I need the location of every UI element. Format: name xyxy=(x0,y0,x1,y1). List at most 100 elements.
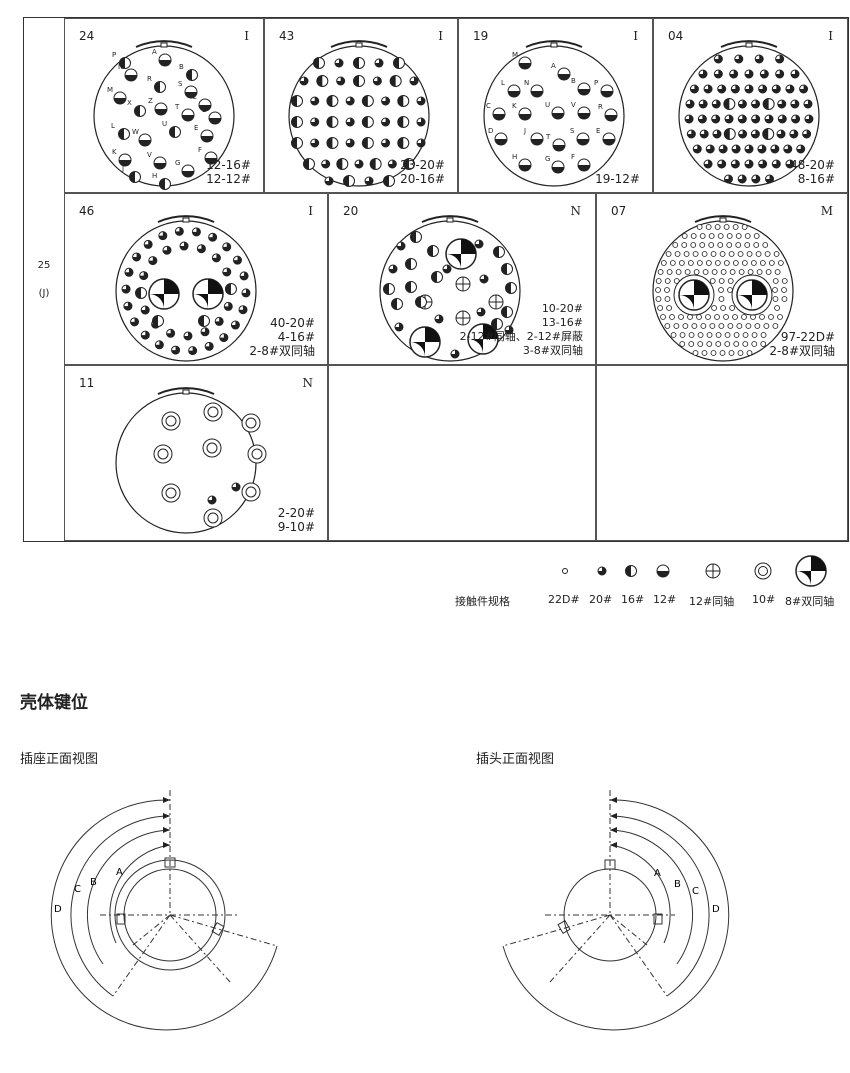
legend-title: 接触件规格 xyxy=(455,595,510,608)
keying-label-c: C xyxy=(74,884,81,895)
contact-label: T xyxy=(174,103,180,111)
contact-16 xyxy=(152,315,164,327)
arrangement-cell-43: 43 I 23-20# 20-16# xyxy=(264,18,458,193)
key-arc xyxy=(157,387,215,395)
contact-20 xyxy=(699,129,709,139)
contact-20 xyxy=(396,241,406,251)
contact-20 xyxy=(387,159,397,169)
contact-16 xyxy=(353,75,365,87)
contact-16 xyxy=(198,315,210,327)
contact-8-twinax xyxy=(445,238,477,270)
contact-16 xyxy=(762,128,775,140)
contact-20 xyxy=(730,84,740,94)
contact-label: Z xyxy=(148,97,153,105)
contact-20 xyxy=(777,114,787,124)
contact-12 xyxy=(507,84,521,98)
contact-22d xyxy=(742,332,749,338)
keying-label-a: A xyxy=(654,868,661,879)
contact-12 xyxy=(551,106,565,120)
contact-20 xyxy=(442,264,452,274)
contact-22d xyxy=(710,251,717,257)
contact-22d xyxy=(669,314,675,320)
contact-22d xyxy=(666,269,673,275)
contact-8-twinax xyxy=(736,279,768,311)
contact-20 xyxy=(211,253,221,263)
contact-20 xyxy=(770,144,780,154)
legend-label: 10# xyxy=(752,593,776,606)
contact-22d xyxy=(746,251,753,257)
contact-16 xyxy=(313,57,325,69)
contact-20 xyxy=(336,76,346,86)
contact-20 xyxy=(717,84,727,94)
contact-spec: 2-20# 9-10# xyxy=(277,506,315,534)
contact-22d xyxy=(675,269,682,275)
contact-20 xyxy=(751,99,761,109)
contact-20 xyxy=(148,256,158,266)
key-notch xyxy=(182,217,190,223)
contact-22d xyxy=(696,224,703,230)
contact-22d xyxy=(723,260,730,266)
contact-22d xyxy=(705,260,712,266)
contact-22d xyxy=(751,341,758,347)
contact-20 xyxy=(685,99,695,109)
arrangement-code: 04 xyxy=(668,29,684,43)
key-arc xyxy=(525,40,583,48)
contact-label: L xyxy=(501,79,505,87)
contact-22d xyxy=(708,242,715,248)
contact-22d xyxy=(764,251,771,257)
contact-20 xyxy=(684,114,694,124)
contact-22d xyxy=(697,341,704,347)
contact-label: N xyxy=(524,79,529,87)
contact-22d xyxy=(710,350,717,356)
arrangement-code: 43 xyxy=(279,29,295,43)
contact-label: E xyxy=(596,127,600,135)
contact-label: X xyxy=(127,99,132,107)
contact-20 xyxy=(130,317,140,327)
contact-20 xyxy=(222,267,232,277)
contact-22d xyxy=(751,332,758,338)
contact-label: P xyxy=(594,79,598,87)
contact-20 xyxy=(158,231,168,241)
contact-22d xyxy=(674,251,681,257)
contact-20 xyxy=(754,54,764,64)
coax-icon xyxy=(705,563,721,579)
contact-label: S xyxy=(178,80,183,88)
contact-22d xyxy=(736,323,743,329)
contact-spec: 48-20# 8-16# xyxy=(790,158,835,186)
contact-22d xyxy=(753,233,760,239)
contact-22d xyxy=(723,224,730,230)
contact-20 xyxy=(223,301,233,311)
contact-16 xyxy=(501,306,513,318)
contact-20 xyxy=(790,99,800,109)
contact-22d xyxy=(781,287,787,293)
contact-spec: 97-22D# 2-8#双同轴 xyxy=(769,330,835,358)
contact-16 xyxy=(410,231,422,243)
contact-20 xyxy=(166,328,176,338)
contact-20 xyxy=(802,129,812,139)
contact-12 xyxy=(530,84,544,98)
contact-20 xyxy=(758,159,768,169)
contact-12 xyxy=(518,158,532,172)
contact-20 xyxy=(744,69,754,79)
contact-12 xyxy=(576,132,590,146)
contact-22d xyxy=(728,251,735,257)
contact-label: J xyxy=(523,127,526,135)
contact-20 xyxy=(372,76,382,86)
contact-20 xyxy=(713,69,723,79)
contact-20 xyxy=(232,255,242,265)
insert-face-diagram xyxy=(288,40,430,187)
contact-20 xyxy=(803,99,813,109)
contact-20 xyxy=(737,174,747,184)
shell-size-label: 25 xyxy=(37,260,51,271)
contact-22d xyxy=(678,260,685,266)
contact-label: B xyxy=(179,63,184,71)
contact-16 xyxy=(326,116,339,128)
empty-cell xyxy=(596,365,848,541)
contact-20 xyxy=(751,174,761,184)
empty-cell xyxy=(328,365,596,541)
contact-22d xyxy=(699,242,706,248)
arrangement-cell-04: 04 I 48-20# 8-16# xyxy=(653,18,848,193)
contact-12 xyxy=(530,132,544,146)
contact-20 xyxy=(799,84,809,94)
